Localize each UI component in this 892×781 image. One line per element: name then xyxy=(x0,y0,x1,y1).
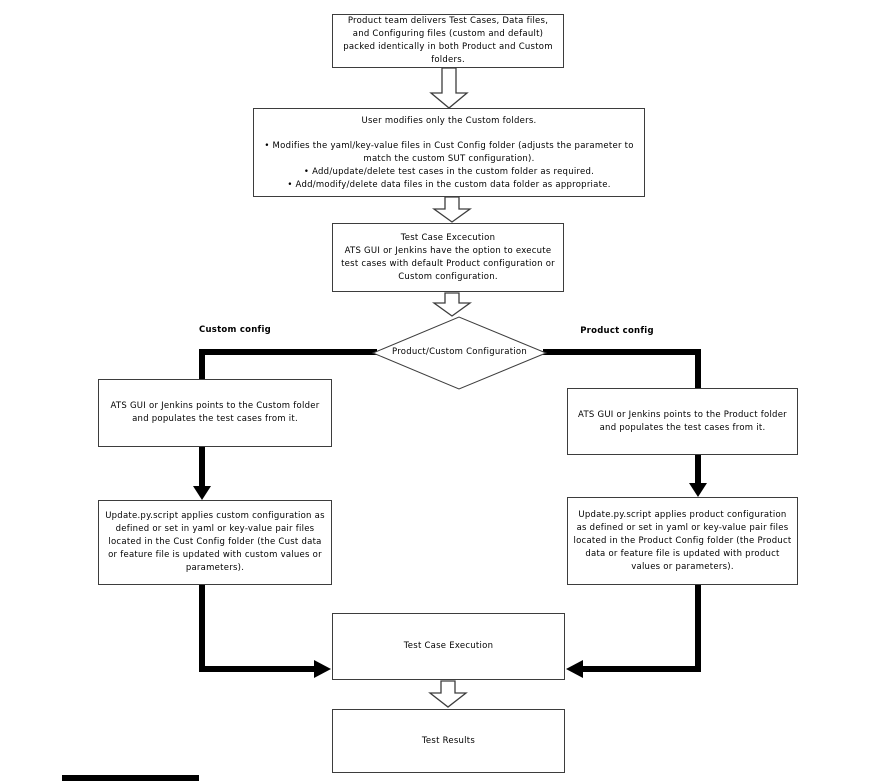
node-execution-option-text: ATS GUI or Jenkins have the option to ex… xyxy=(341,245,555,282)
decision-diamond-shape xyxy=(371,316,548,390)
node-execution-option: Test Case Excecution ATS GUI or Jenkins … xyxy=(332,223,564,292)
product-to-execution-arrowhead xyxy=(566,660,583,678)
hollow-down-arrow-2 xyxy=(431,196,473,223)
node-product-delivery-text: Product team delivers Test Cases, Data f… xyxy=(343,16,553,65)
node-test-results-text: Test Results xyxy=(421,735,476,746)
node-product-points: ATS GUI or Jenkins points to the Product… xyxy=(567,388,798,455)
product-branch-label: Product config xyxy=(580,326,654,336)
product-branch-connector xyxy=(543,349,701,388)
node-custom-points: ATS GUI or Jenkins points to the Custom … xyxy=(98,379,332,447)
custom-branch-connector xyxy=(199,349,377,379)
custom-to-execution-connector xyxy=(199,585,315,672)
hollow-down-arrow-4 xyxy=(428,680,468,708)
node-custom-points-text: ATS GUI or Jenkins points to the Custom … xyxy=(110,401,320,424)
bullet-item: Add/modify/delete data files in the cust… xyxy=(259,179,639,192)
node-product-update: Update.py.script applies product configu… xyxy=(567,497,798,585)
product-to-execution-connector xyxy=(582,585,701,672)
node-test-case-execution: Test Case Execution xyxy=(332,613,565,680)
node-product-update-text: Update.py.script applies product configu… xyxy=(573,509,792,572)
node-test-case-execution-text: Test Case Execution xyxy=(403,641,494,651)
hollow-down-arrow-3 xyxy=(431,292,473,317)
custom-to-execution-arrowhead xyxy=(314,660,331,678)
custom-branch-label: Custom config xyxy=(199,325,271,335)
node-product-delivery: Product team delivers Test Cases, Data f… xyxy=(332,14,564,68)
bullet-item: Modifies the yaml/key-value files in Cus… xyxy=(259,140,639,166)
node-product-points-text: ATS GUI or Jenkins points to the Product… xyxy=(578,409,787,433)
node-custom-update-text: Update.py.script applies custom configur… xyxy=(105,511,325,573)
decision-diamond-label: Product/Custom Configuration xyxy=(391,347,528,357)
node-user-modifies-bullets: Modifies the yaml/key-value files in Cus… xyxy=(259,140,639,192)
node-test-results: Test Results xyxy=(332,709,565,773)
node-user-modifies-title: User modifies only the Custom folders. xyxy=(361,116,537,126)
product-update-arrowhead xyxy=(689,483,707,497)
bottom-edge-artifact xyxy=(62,775,199,781)
node-execution-option-title: Test Case Excecution xyxy=(400,232,496,243)
custom-update-arrowhead xyxy=(193,486,211,500)
bullet-item: Add/update/delete test cases in the cust… xyxy=(259,166,639,179)
hollow-down-arrow-1 xyxy=(429,67,469,109)
node-user-modifies: User modifies only the Custom folders. M… xyxy=(253,108,645,197)
node-custom-update: Update.py.script applies custom configur… xyxy=(98,500,332,585)
